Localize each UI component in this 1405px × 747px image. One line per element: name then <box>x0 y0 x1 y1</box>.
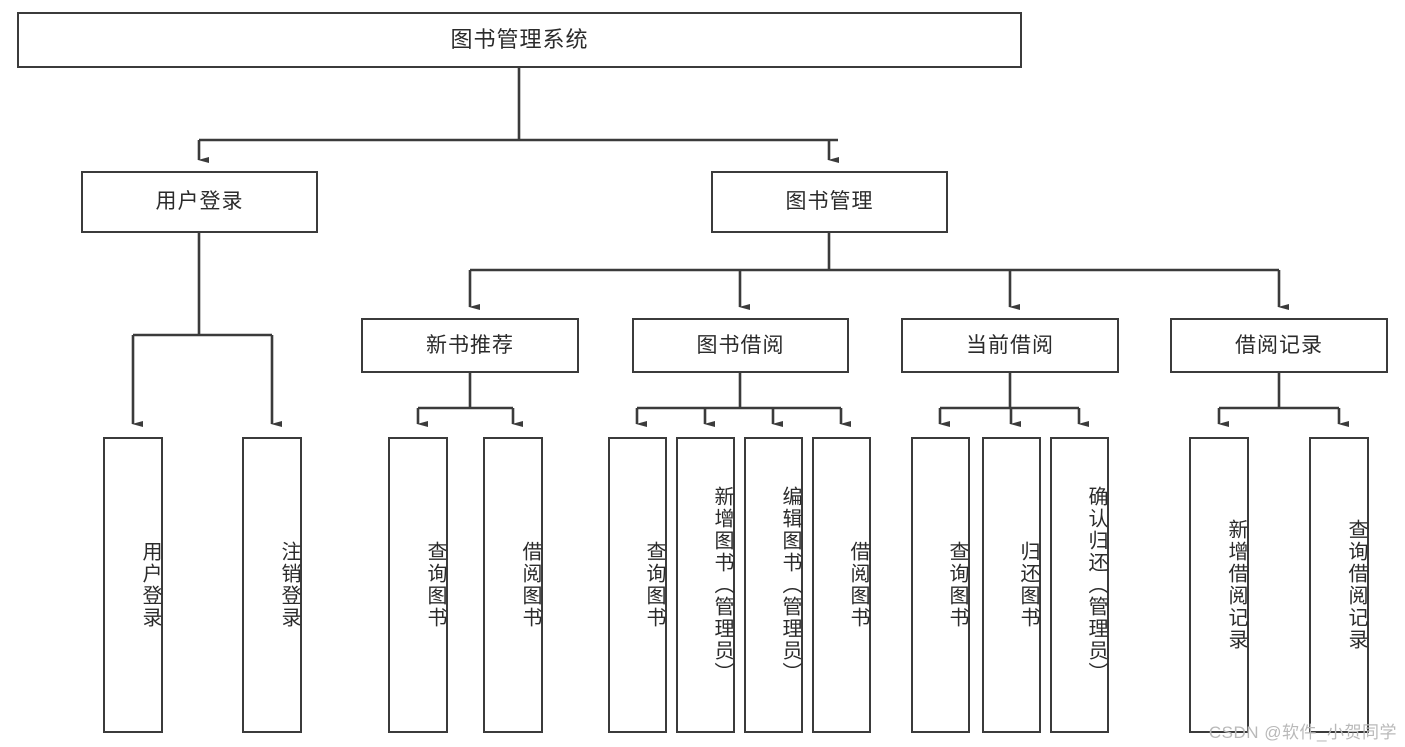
leaf-borrow-book-1[interactable]: 借阅图书 <box>483 437 543 733</box>
node-book-manage[interactable]: 图书管理 <box>711 171 948 233</box>
leaf-query-book-3[interactable]: 查询图书 <box>911 437 970 733</box>
leaf-logout[interactable]: 注销登录 <box>242 437 302 733</box>
leaf-borrow-book-2[interactable]: 借阅图书 <box>812 437 871 733</box>
node-borrow-record[interactable]: 借阅记录 <box>1170 318 1388 373</box>
leaf-query-book-2[interactable]: 查询图书 <box>608 437 667 733</box>
leaf-edit-book[interactable]: 编辑图书（管理员） <box>744 437 803 733</box>
leaf-query-book-1[interactable]: 查询图书 <box>388 437 448 733</box>
leaf-user-login[interactable]: 用户登录 <box>103 437 163 733</box>
csdn-watermark: CSDN @软件_小贺同学 <box>1208 723 1397 742</box>
node-current-borrow[interactable]: 当前借阅 <box>901 318 1119 373</box>
leaf-query-record[interactable]: 查询借阅记录 <box>1309 437 1369 733</box>
leaf-return-book[interactable]: 归还图书 <box>982 437 1041 733</box>
node-book-borrow[interactable]: 图书借阅 <box>632 318 849 373</box>
node-new-book-rec[interactable]: 新书推荐 <box>361 318 579 373</box>
node-user-login[interactable]: 用户登录 <box>81 171 318 233</box>
leaf-add-record[interactable]: 新增借阅记录 <box>1189 437 1249 733</box>
leaf-add-book[interactable]: 新增图书（管理员） <box>676 437 735 733</box>
leaf-confirm-return[interactable]: 确认归还（管理员） <box>1050 437 1109 733</box>
node-root[interactable]: 图书管理系统 <box>17 12 1022 68</box>
